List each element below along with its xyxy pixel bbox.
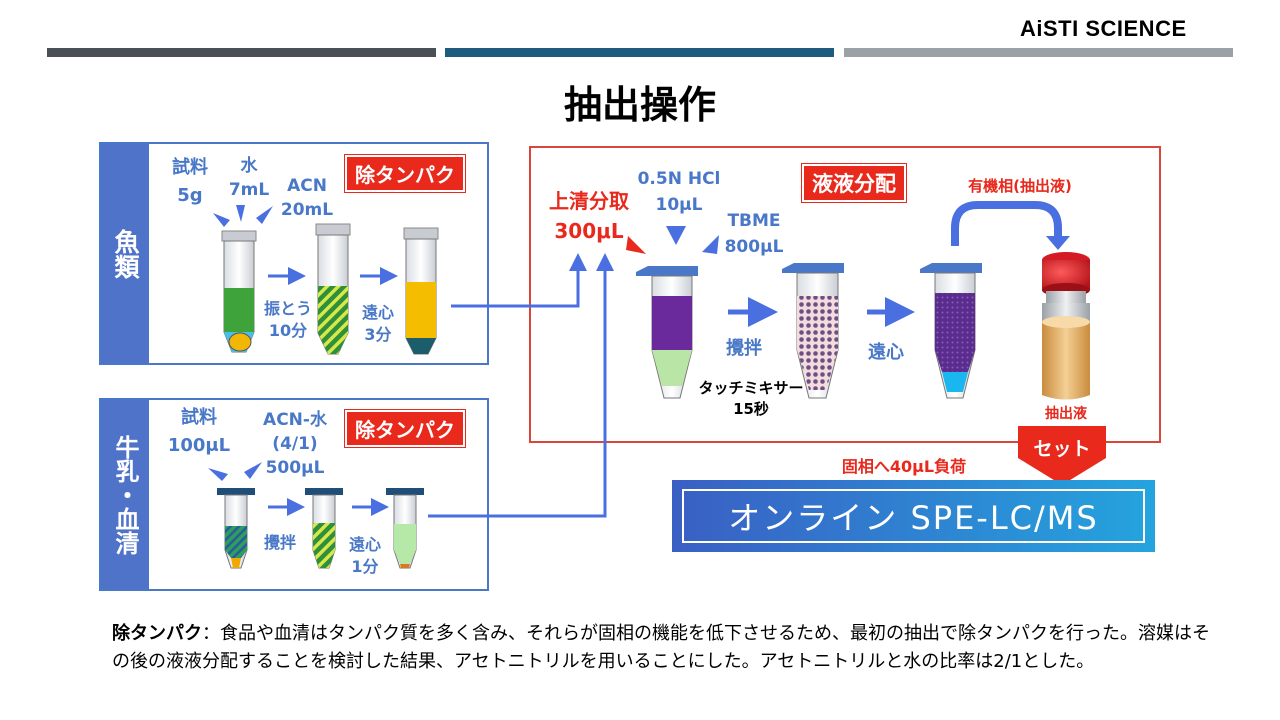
extract-vial: [1042, 252, 1090, 400]
milk-tube-1: [217, 488, 255, 569]
footnote-term: 除タンパク: [112, 623, 202, 644]
spe-lcms-box: オンライン SPE-LC/MS: [672, 480, 1155, 552]
fish-shake-label: 振とう 10分: [263, 299, 312, 340]
milk-tube-2: [305, 488, 343, 569]
fish-tube-2: [315, 223, 351, 355]
fish-water-label: 水 7mL: [228, 156, 270, 200]
milk-deprotein-badge: 除タンパク: [344, 409, 466, 448]
fish-acn-label: ACN 20mL: [280, 176, 334, 220]
hcl-label: 0.5N HCl 10μL: [637, 169, 721, 215]
fish-tube-3: [403, 227, 439, 355]
fish-sample-label: 試料 5g: [172, 157, 208, 206]
page-title: 抽出操作: [563, 83, 716, 127]
header-bar-gray: [844, 48, 1233, 57]
lle-title-badge: 液液分配: [801, 163, 907, 203]
fish-tube-1: [221, 230, 257, 353]
milk-centrifuge-label: 遠心 1分: [348, 535, 381, 576]
milk-tab-label: 牛乳・血清: [111, 434, 139, 555]
mixer-label: タッチミキサー 15秒: [698, 379, 804, 418]
tbme-label: TBME 800μL: [724, 211, 784, 257]
milk-acn-water-label: ACN-水 (4/1) 500μL: [263, 410, 327, 478]
supernatant-label: 上清分取 300μL: [549, 189, 629, 243]
lle-tube-3: [920, 263, 982, 399]
spe-lcms-label: オンライン SPE-LC/MS: [682, 489, 1145, 543]
set-label: セット: [1033, 438, 1091, 460]
milk-tube-3: [386, 488, 424, 569]
lle-stir-label: 攪拌: [726, 338, 762, 359]
header-bar-dark: [47, 48, 436, 57]
milk-stir-label: 攪拌: [263, 533, 296, 552]
footnote: 除タンパク：食品や血清はタンパク質を多く含み、それらが固相の機能を低下させるため…: [112, 620, 1212, 676]
brand-logo-text: AiSTI SCIENCE: [1020, 16, 1187, 41]
lle-centrifuge-label: 遠心: [868, 342, 904, 363]
fish-deprotein-badge: 除タンパク: [344, 154, 466, 193]
load-label: 固相へ40μL負荷: [841, 457, 967, 476]
fish-tab-label: 魚類: [111, 228, 140, 279]
milk-sample-label: 試料 100μL: [167, 407, 231, 456]
footnote-text: ：食品や血清はタンパク質を多く含み、それらが固相の機能を低下させるため、最初の抽…: [112, 623, 1210, 672]
extract-label: 抽出液: [1045, 406, 1087, 422]
lle-panel: [529, 146, 1161, 443]
header-bar-teal: [445, 48, 834, 57]
fish-centrifuge-label: 遠心 3分: [361, 303, 394, 344]
lle-tube-2: [782, 263, 844, 399]
milk-tab: 牛乳・血清: [101, 400, 149, 589]
organic-phase-label: 有機相(抽出液): [968, 177, 1072, 195]
lle-tube-1: [636, 266, 698, 399]
set-arrow: [1018, 426, 1106, 485]
fish-tab: 魚類: [101, 144, 149, 363]
